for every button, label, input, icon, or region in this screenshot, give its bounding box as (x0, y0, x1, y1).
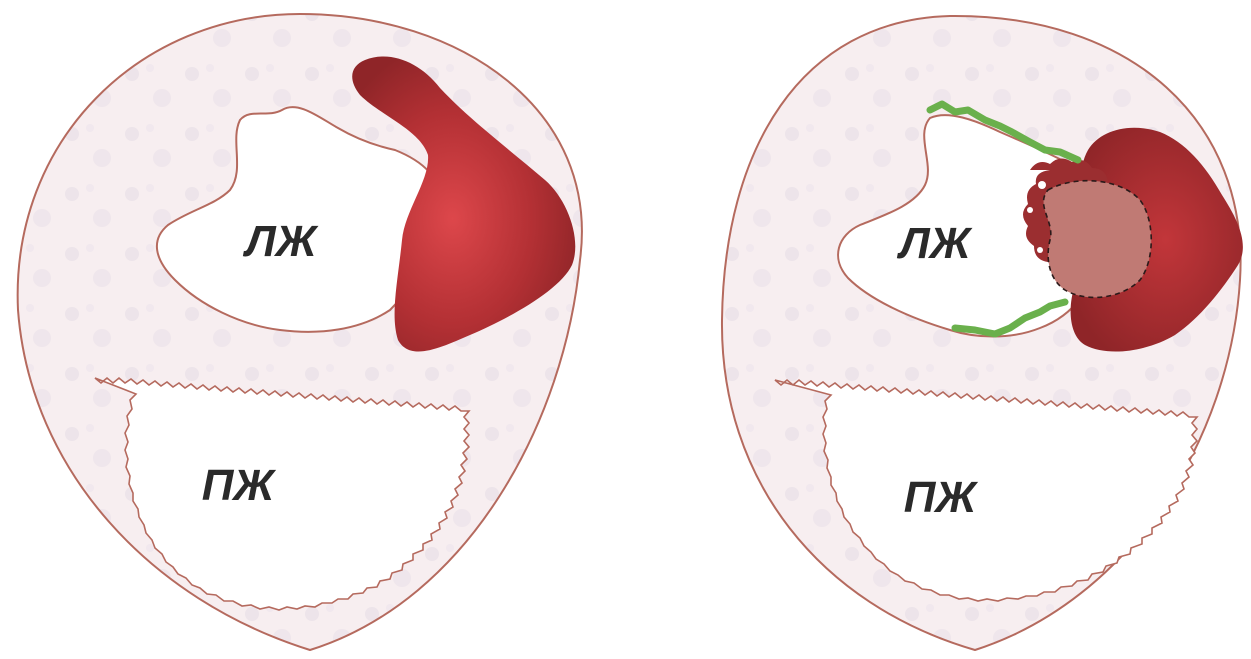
vacuole (1038, 181, 1046, 189)
left-ventricle-label: ЛЖ (242, 217, 318, 266)
left-ventricle-label: ЛЖ (896, 219, 972, 268)
vacuole (1027, 207, 1033, 213)
right-ventricle-label: ПЖ (904, 473, 979, 522)
vacuole (1037, 247, 1043, 253)
panel-right: ЛЖ ПЖ (722, 16, 1243, 650)
patch-region (1044, 181, 1152, 298)
right-ventricle-label: ПЖ (202, 461, 277, 510)
panel-left: ЛЖ ПЖ (18, 14, 582, 650)
